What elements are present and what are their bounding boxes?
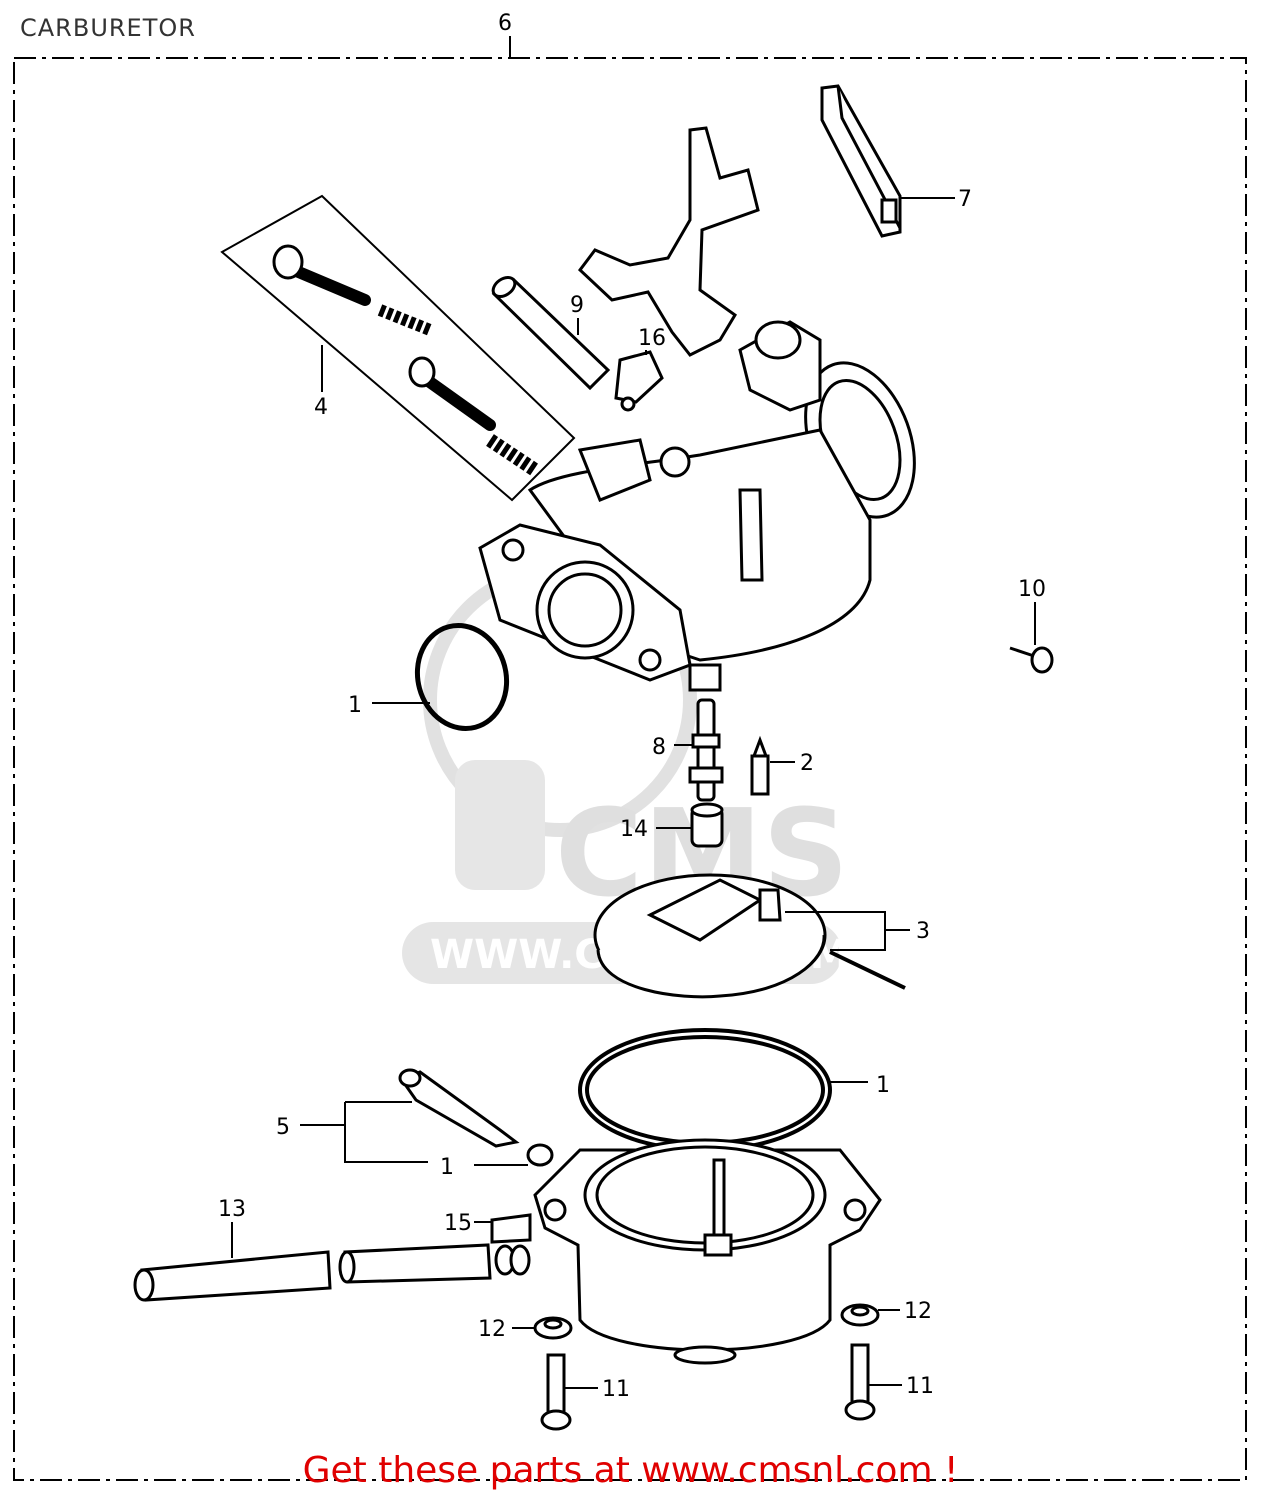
page-title: CARBURETOR: [20, 14, 196, 42]
frame-dashed: [13, 57, 1247, 1481]
callout-11-left: 11: [602, 1377, 630, 1402]
float-bowl: [533, 1138, 882, 1365]
callout-5: 5: [276, 1115, 290, 1140]
callout-7: 7: [958, 187, 972, 212]
callout-2: 2: [800, 751, 814, 776]
callout-11-right: 11: [906, 1374, 934, 1399]
part-14-main-jet: [690, 802, 724, 848]
callout-10: 10: [1018, 577, 1046, 602]
callout-14: 14: [620, 817, 648, 842]
callout-1-washer: 1: [440, 1155, 454, 1180]
callout-12-left: 12: [478, 1317, 506, 1342]
callout-12-right: 12: [904, 1299, 932, 1324]
part-9-tube: [491, 275, 611, 391]
part-1-oring-lower: [578, 1028, 832, 1152]
part-8-nozzle: [688, 698, 724, 802]
callout-4: 4: [314, 395, 328, 420]
callout-9: 9: [570, 293, 584, 318]
part-15-clip: [490, 1213, 532, 1276]
part-13-fuel-tube: [133, 1243, 492, 1302]
callout-13: 13: [218, 1197, 246, 1222]
part-10-screw: [1009, 646, 1054, 674]
part-11-bolt-left: [540, 1353, 572, 1431]
part-12-washer-right: [840, 1303, 880, 1327]
callout-6: 6: [498, 11, 512, 36]
part-16-clip: [614, 350, 664, 412]
part-2-float-needle: [750, 735, 770, 796]
callout-8: 8: [652, 735, 666, 760]
part-4-screw-kit: [220, 194, 576, 502]
callout-16: 16: [638, 326, 666, 351]
part-5-pilot-screw: [398, 1068, 554, 1167]
part-7-gasket-strip: [820, 84, 902, 238]
part-12-washer-left: [533, 1316, 573, 1340]
carburetor-body: [478, 126, 916, 692]
callout-15: 15: [444, 1211, 472, 1236]
part-1-oring-upper: [414, 622, 510, 732]
promo-link[interactable]: Get these parts at www.cmsnl.com !: [302, 1450, 959, 1491]
callout-1-lower: 1: [876, 1073, 890, 1098]
part-3-float: [593, 873, 827, 999]
callout-1-upper: 1: [348, 693, 362, 718]
callout-3: 3: [916, 919, 930, 944]
part-11-bolt-right: [844, 1343, 876, 1421]
